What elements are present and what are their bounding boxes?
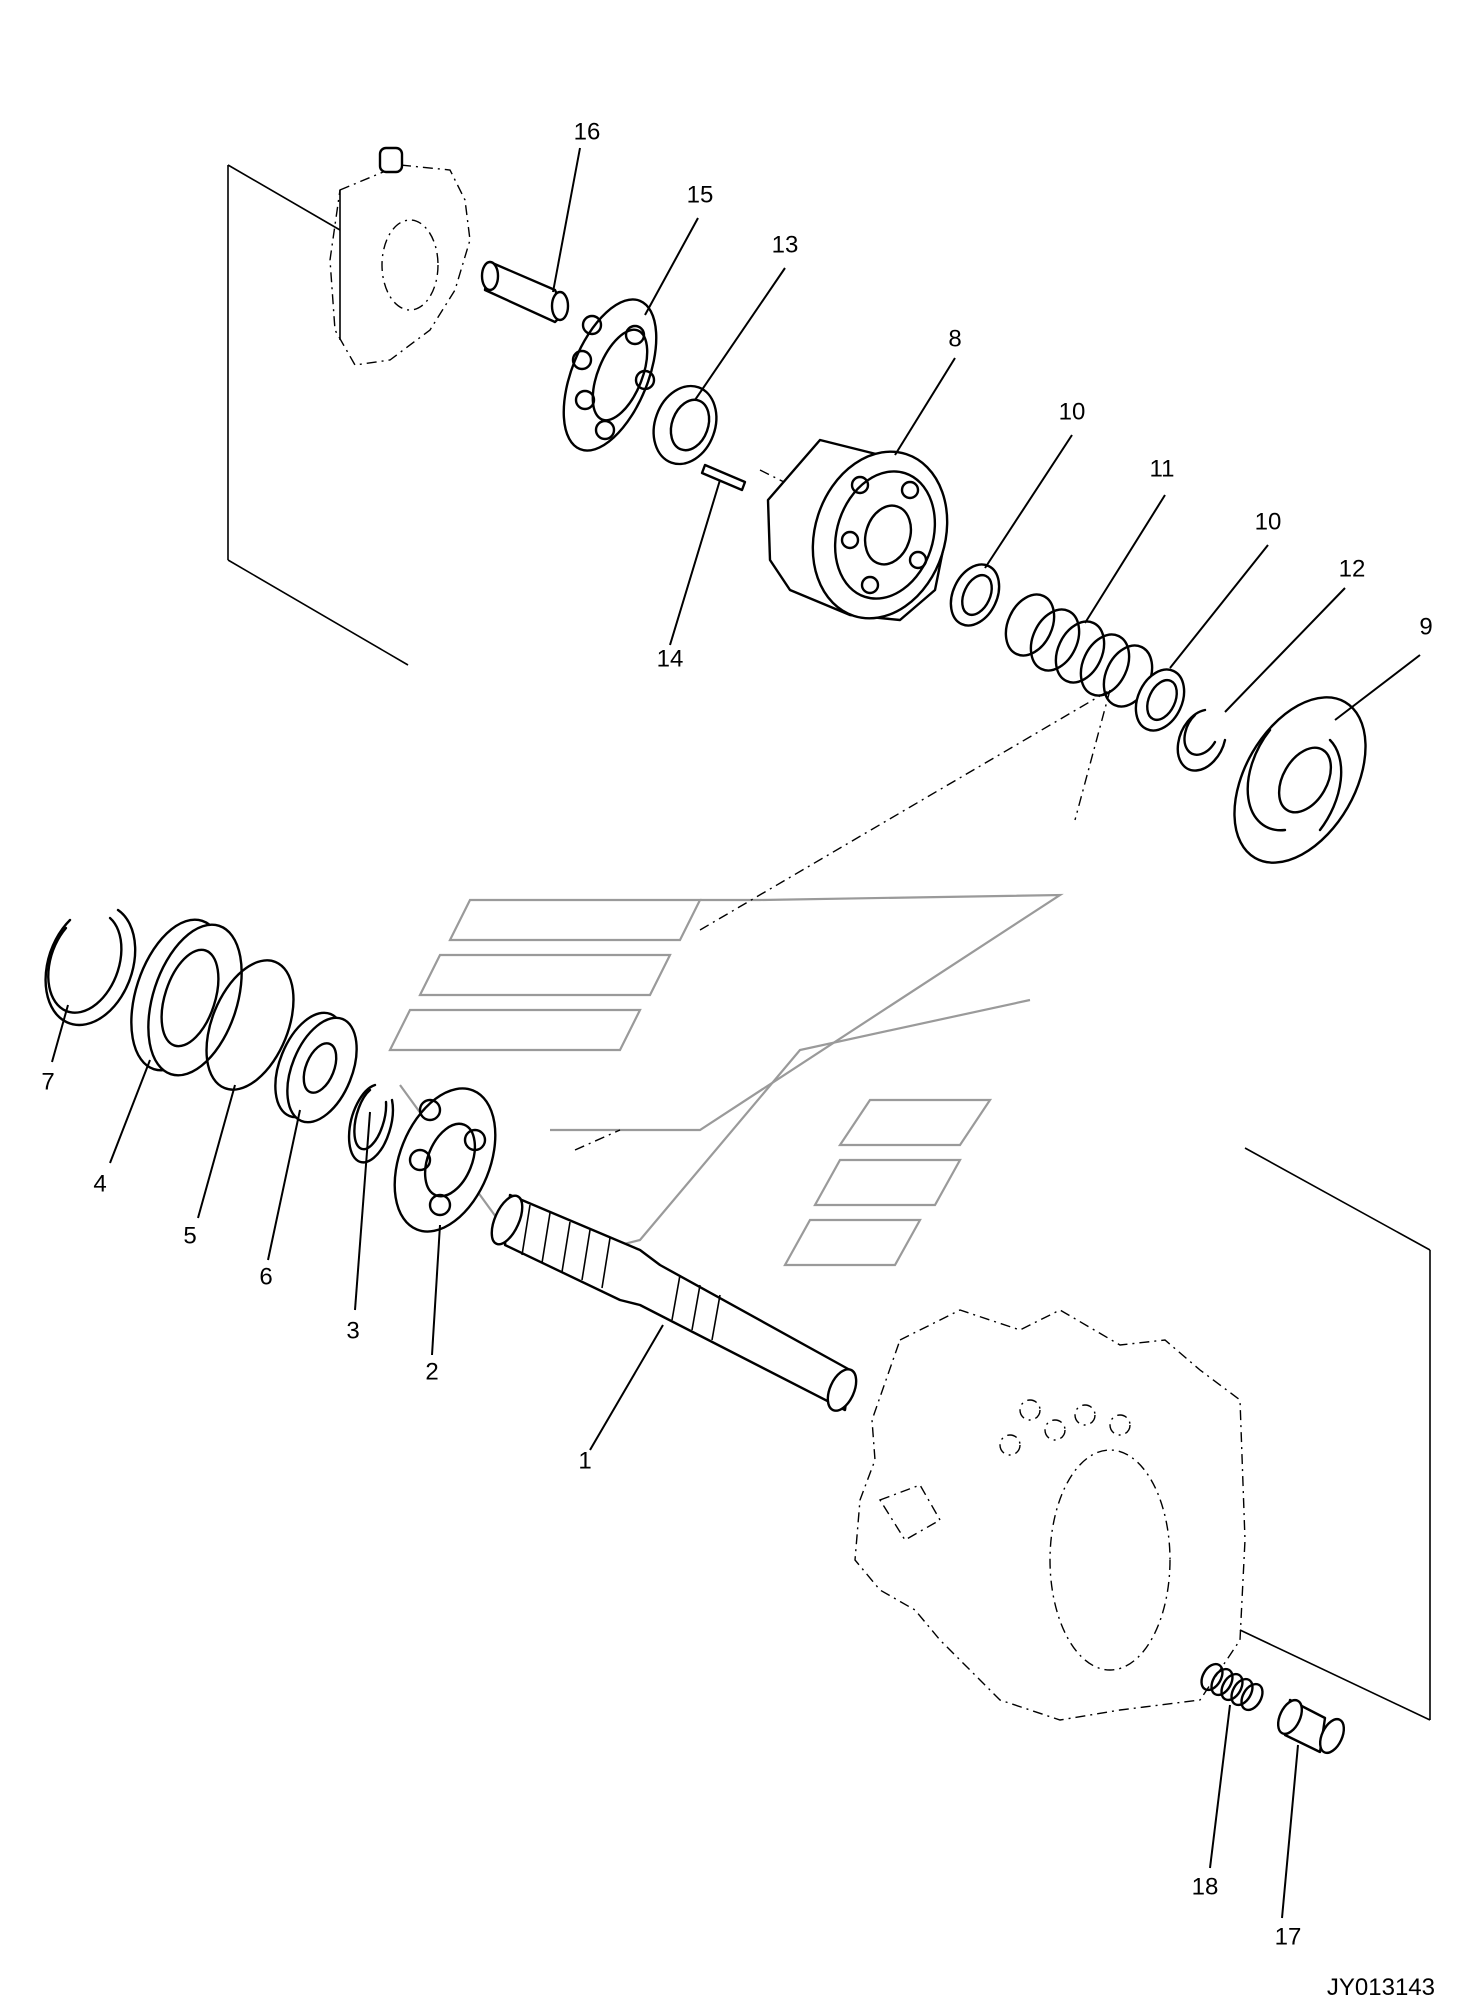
part-13-bushing [652, 384, 718, 466]
callout-18: 18 [1192, 1873, 1219, 1900]
leader-lines [51, 147, 1421, 1919]
callout-15: 15 [687, 181, 714, 208]
callout-7: 7 [41, 1068, 54, 1095]
callout-2: 2 [425, 1358, 438, 1385]
callout-1: 1 [578, 1447, 591, 1474]
part-4-seal-housing [130, 918, 243, 1077]
part-10-washer-upper [949, 563, 1001, 627]
part-7-snap-ring [44, 908, 137, 1027]
callout-3: 3 [346, 1317, 359, 1344]
callout-5: 5 [183, 1222, 196, 1249]
part-5-o-ring [205, 959, 295, 1091]
drawing-reference-code: JY013143 [1327, 1974, 1435, 2001]
callout-12: 12 [1339, 555, 1366, 582]
callout-10-lower: 10 [1255, 508, 1282, 535]
callout-17: 17 [1275, 1923, 1302, 1950]
watermark-logo [388, 893, 1064, 1267]
callout-10-upper: 10 [1059, 398, 1086, 425]
part-11-spring [1004, 593, 1154, 708]
part-15-retainer-plate [562, 298, 658, 452]
callout-6: 6 [259, 1263, 272, 1290]
part-3-snap-ring [347, 1083, 395, 1164]
part-16-pin [480, 260, 570, 324]
callout-8: 8 [948, 325, 961, 352]
part-14-small-pin [700, 463, 747, 492]
callout-13: 13 [772, 231, 799, 258]
part-8-cylinder-block [766, 438, 949, 622]
pump-housing [854, 1309, 1246, 1721]
callout-16: 16 [574, 118, 601, 145]
part-10-washer-lower [1134, 668, 1186, 732]
part-9-valve-plate [1233, 696, 1367, 864]
callout-9: 9 [1419, 613, 1432, 640]
callout-4: 4 [93, 1170, 106, 1197]
end-cover-housing [329, 146, 471, 366]
callout-14: 14 [657, 645, 684, 672]
part-12-snap-ring [1176, 708, 1227, 772]
assembly-reference-lines [227, 164, 1431, 1721]
callout-11: 11 [1150, 455, 1175, 482]
part-2-bearing [393, 1087, 497, 1233]
part-18-spring [1200, 1662, 1264, 1712]
part-17-plug [1276, 1698, 1346, 1755]
callout-labels: 16 15 13 8 10 11 10 12 9 14 7 4 5 6 3 2 … [41, 118, 1432, 1950]
part-6-bearing [274, 1011, 358, 1124]
part-1-drive-shaft [490, 1193, 858, 1412]
